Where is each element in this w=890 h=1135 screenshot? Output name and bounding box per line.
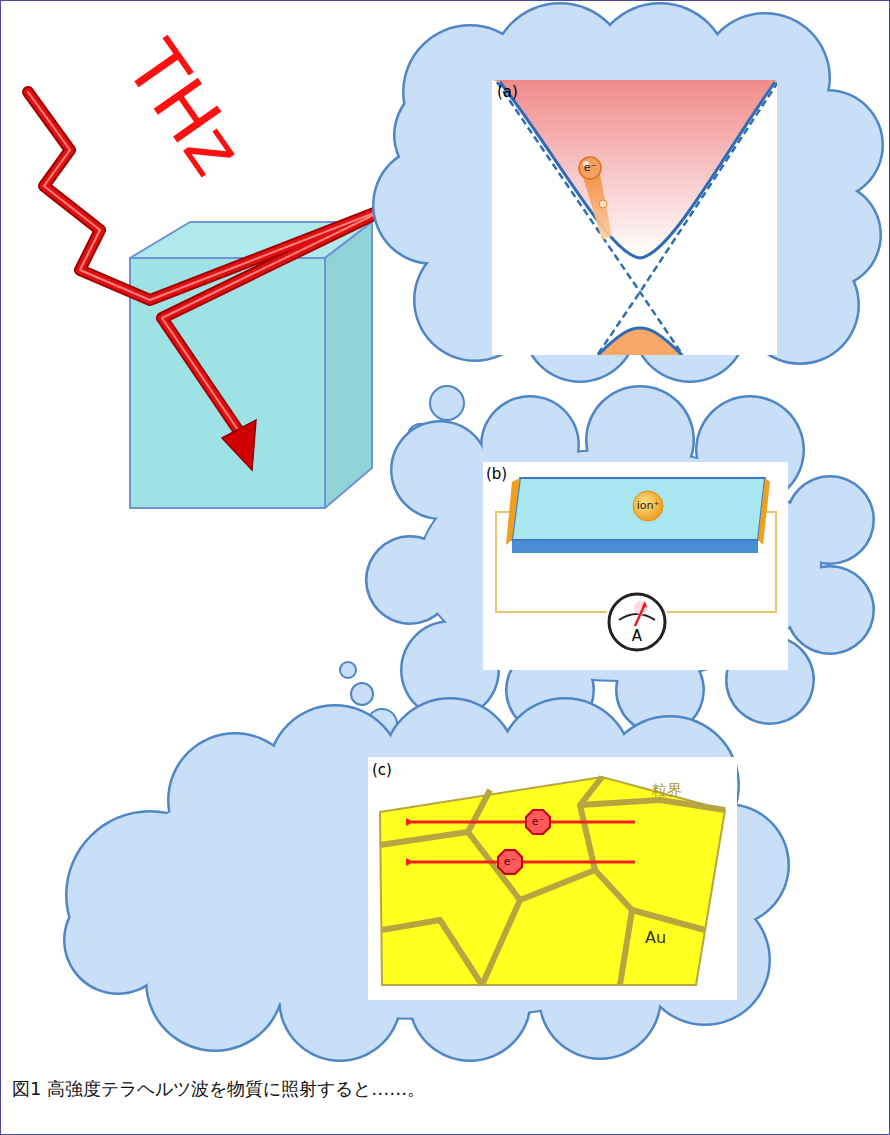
particle-circle: e⁻ [578,156,602,180]
thought-cloud: (c) e⁻ e⁻ [55,700,855,1065]
particle-circle: e⁻ [497,849,523,875]
particle-label: ion⁺ [637,500,660,512]
particle-circle: e⁻ [525,809,551,835]
wave-label: THz [115,30,256,187]
particle-circle: ion⁺ [632,490,664,522]
panel-letter: (b) [486,466,507,483]
grain-boundary-label: 粒界 [652,783,682,798]
particle-label: A [632,628,642,645]
ammeter-symbol: A [607,592,667,652]
particle-label: e⁻ [532,816,545,828]
panel-letter: (c) [372,762,392,779]
cloud-shape [370,0,890,388]
cloud-shape [55,700,855,1065]
particle-label: e⁻ [504,856,517,868]
particle-label: e⁻ [584,162,597,174]
thought-cloud: (b) ion⁺ A [358,402,878,722]
figure-caption: 図1 高強度テラヘルツ波を物質に照射すると……。 [12,1080,425,1098]
cloud-shape [358,402,878,722]
thought-cloud: (a) e⁻ [370,0,890,388]
panel-letter: (a) [497,84,518,101]
material-label: Au [645,930,666,946]
